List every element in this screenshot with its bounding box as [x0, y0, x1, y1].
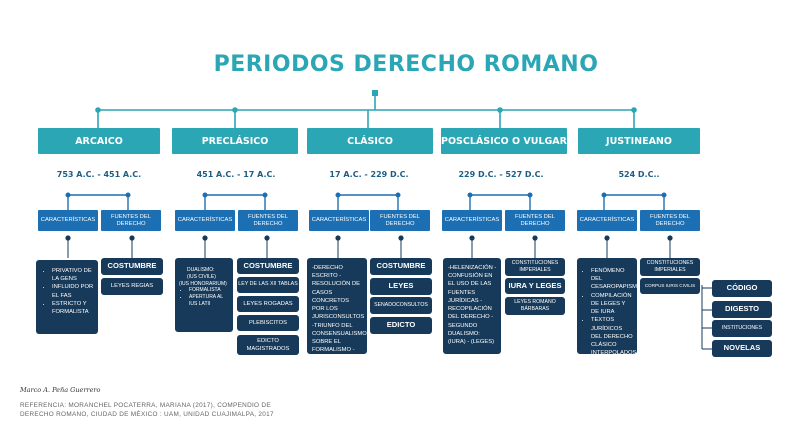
- corpus-part: NOVELAS: [712, 340, 772, 357]
- characteristic-item: (IUS HONORARIUM): [179, 280, 227, 287]
- characteristics-box-justineano: FENÓMENO DEL CESAROPAPISMO COMPILACIÓN D…: [577, 258, 641, 357]
- characteristics-box-arcaico: PRIVATIVO DE LA GENS INFLUIDO POR EL FAS…: [36, 260, 98, 334]
- characteristics-box-clasico: -DERECHO ESCRITO -RESOLUCIÓN DE CASOS CO…: [307, 258, 367, 370]
- characteristic-item: TEXTOS JURÍDICOS DEL DERECHO CLÁSICO INT…: [591, 316, 636, 357]
- period-header-justineano: JUSTINEANO: [578, 128, 700, 154]
- characteristic-item: ESTRICTO Y FORMALISTA: [52, 300, 94, 316]
- sources-label: FUENTES DEL DERECHO: [640, 210, 700, 231]
- characteristics-label: CARACTERÍSTICAS: [309, 210, 369, 231]
- source-box-corpus: CORPUS IURIS CIVILIS: [640, 278, 700, 294]
- period-header-clasico: CLÁSICO: [307, 128, 433, 154]
- sources-label: FUENTES DEL DERECHO: [238, 210, 298, 231]
- source-box: COSTUMBRE: [101, 258, 163, 275]
- sources-label: FUENTES DEL DERECHO: [370, 210, 430, 231]
- sources-label: FUENTES DEL DERECHO: [101, 210, 161, 231]
- corpus-part: DIGESTO: [712, 301, 772, 318]
- sources-label: FUENTES DEL DERECHO: [505, 210, 565, 231]
- characteristic-item: COMPILACIÓN DE LEGES Y DE IURA: [591, 292, 634, 317]
- characteristics-label: CARACTERÍSTICAS: [175, 210, 235, 231]
- source-box: LEYES ROGADAS: [237, 296, 299, 312]
- period-dates: 229 D.C. - 527 D.C.: [458, 170, 544, 179]
- period-header-arcaico: ARCAICO: [38, 128, 160, 154]
- source-box: PLEBISCITOS: [237, 315, 299, 331]
- source-box: LEYES REGIAS: [101, 278, 163, 295]
- source-box: SENADOCONSULTOS: [370, 297, 432, 314]
- source-box: LEY DE LAS XII TABLAS: [237, 277, 299, 293]
- characteristic-item: FENÓMENO DEL CESAROPAPISMO: [591, 267, 641, 292]
- reference-text: REFERENCIA: MORANCHEL POCATERRA, MARIANA…: [20, 402, 274, 418]
- author-signature: Marco A. Peña Guerrero: [20, 386, 101, 394]
- characteristic-item: INFLUIDO POR EL FAS: [52, 283, 94, 299]
- characteristics-label: CARACTERÍSTICAS: [38, 210, 98, 231]
- source-box: IURA Y LEGES: [505, 278, 565, 294]
- source-box: CONSTITUCIONES IMPERIALES: [505, 258, 565, 276]
- period-dates: 17 A.C. - 229 D.C.: [329, 170, 409, 179]
- period-dates: 451 A.C. - 17 A.C.: [196, 170, 276, 179]
- source-box: COSTUMBRE: [370, 258, 432, 275]
- source-box: LEYES: [370, 278, 432, 295]
- corpus-part: INSTITUCIONES: [712, 320, 772, 337]
- characteristic-item: FORMALISTA: [189, 287, 230, 294]
- period-dates: 524 D.C..: [618, 170, 660, 179]
- characteristic-item: APERTURA AL IUS LATII: [189, 294, 230, 308]
- source-box: CONSTITUCIONES IMPERIALES: [640, 258, 700, 276]
- characteristics-box-posclasico: -HELENIZACIÓN -CONFUSIÓN EN EL USO DE LA…: [443, 258, 501, 354]
- source-box: EDICTO: [370, 317, 432, 334]
- period-header-posclasico: POSCLÁSICO O VULGAR: [441, 128, 567, 154]
- source-box: EDICTO MAGISTRADOS: [237, 335, 299, 355]
- characteristic-item: (IUS CIVILE): [187, 273, 216, 280]
- diagram-title: PERIODOS DERECHO ROMANO: [213, 52, 599, 77]
- source-box: LEYES ROMANO BÁRBARAS: [505, 297, 565, 315]
- characteristic-item: PRIVATIVO DE LA GENS: [52, 267, 94, 283]
- characteristic-item: DUALISMO:: [187, 267, 215, 273]
- characteristic-item: -DERECHO ESCRITO -RESOLUCIÓN DE CASOS CO…: [312, 265, 367, 370]
- period-header-preclasico: PRECLÁSICO: [172, 128, 298, 154]
- corpus-part: CÓDIGO: [712, 280, 772, 297]
- characteristic-item: -HELENIZACIÓN -CONFUSIÓN EN EL USO DE LA…: [448, 265, 497, 345]
- source-box: COSTUMBRE: [237, 258, 299, 274]
- period-dates: 753 A.C. - 451 A.C.: [56, 170, 142, 179]
- characteristics-label: CARACTERÍSTICAS: [577, 210, 637, 231]
- characteristics-box-preclasico: DUALISMO: (IUS CIVILE) (IUS HONORARIUM) …: [175, 258, 233, 332]
- characteristics-label: CARACTERÍSTICAS: [442, 210, 502, 231]
